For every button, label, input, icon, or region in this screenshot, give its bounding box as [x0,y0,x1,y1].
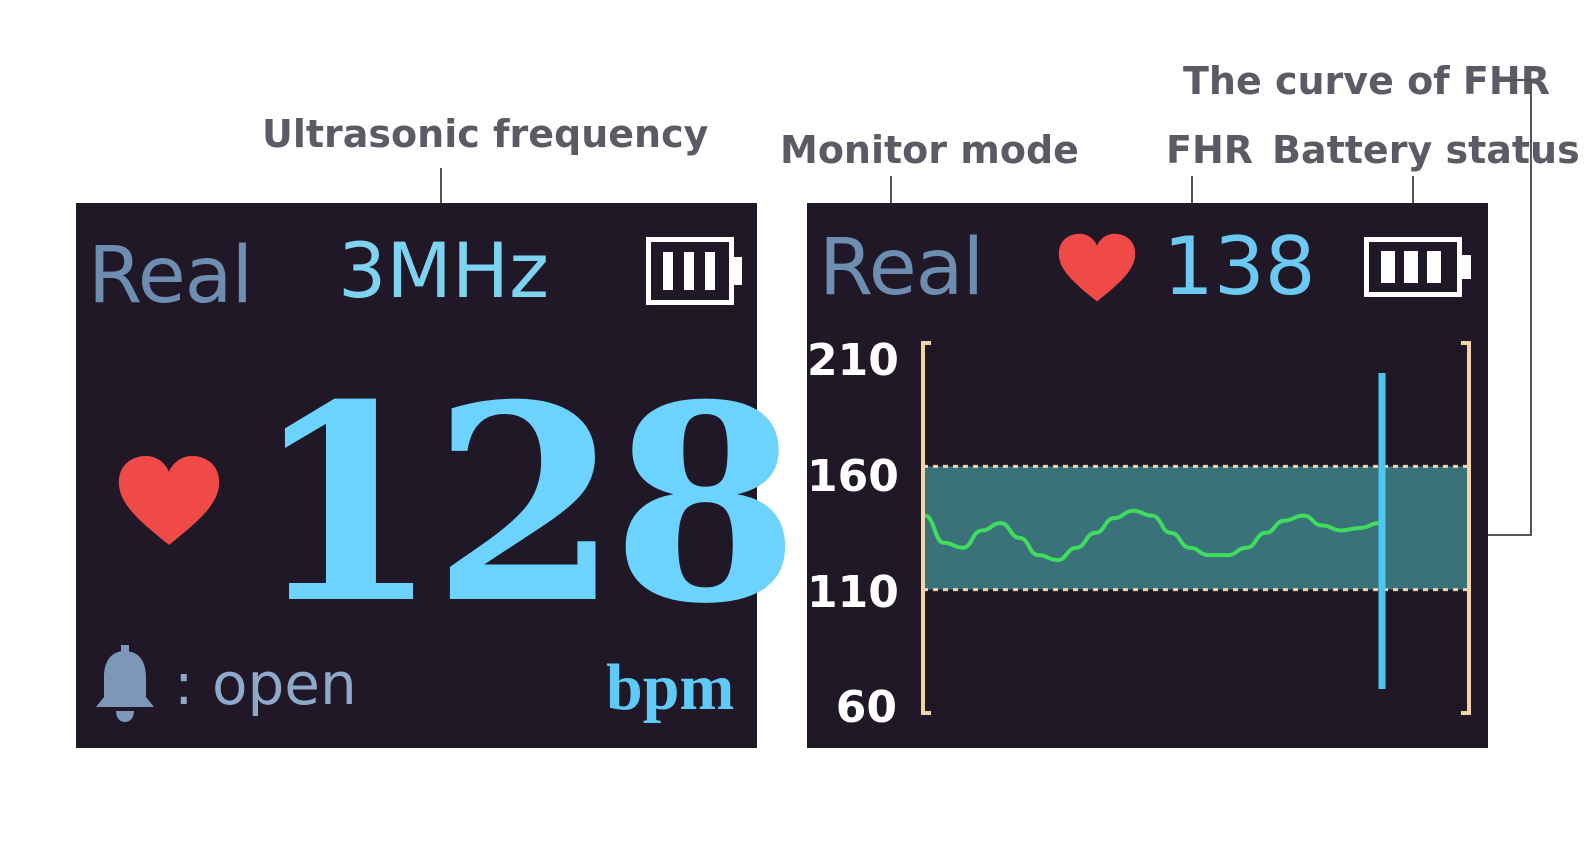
leader-line [890,176,892,228]
callout-curve-of-fhr: The curve of FHR [1183,59,1550,103]
fhr-value: 138 [1163,220,1316,313]
leader-line [1530,79,1532,536]
callout-ultrasonic-frequency: Ultrasonic frequency [262,112,709,156]
left-screen: Real 3MHz 128 : open bpm [76,203,800,748]
heart-icon [1058,233,1136,302]
y-tick-label: 60 [835,682,897,733]
y-tick-label: 210 [807,335,899,386]
leader-line [1412,176,1414,228]
ultrasonic-frequency-value: 3MHz [338,226,549,315]
callout-fhr: FHR [1166,128,1254,172]
monitor-mode-label: Real [88,231,253,321]
battery-icon [646,237,746,305]
fhr-curve [924,508,1380,563]
unit-label: bpm [606,651,735,724]
monitor-mode-label: Real [819,223,984,313]
leader-line [1508,79,1532,81]
callout-battery-status: Battery status [1272,128,1580,172]
fhr-chart [921,341,1471,715]
right-screen: Real 138 210 160 110 60 [807,203,1488,748]
y-tick-label: 160 [807,451,899,502]
alarm-status: : open [174,650,357,718]
leader-line [440,168,442,220]
normal-range-band [923,466,1469,590]
battery-icon [1364,237,1474,297]
fhr-large-value: 128 [252,345,800,663]
leader-line [1191,176,1193,228]
callout-monitor-mode: Monitor mode [780,128,1079,172]
y-tick-label: 110 [807,567,899,618]
bell-icon [96,645,154,722]
heart-icon [118,456,220,545]
right-bracket [1461,341,1471,715]
left-bracket [921,341,931,715]
